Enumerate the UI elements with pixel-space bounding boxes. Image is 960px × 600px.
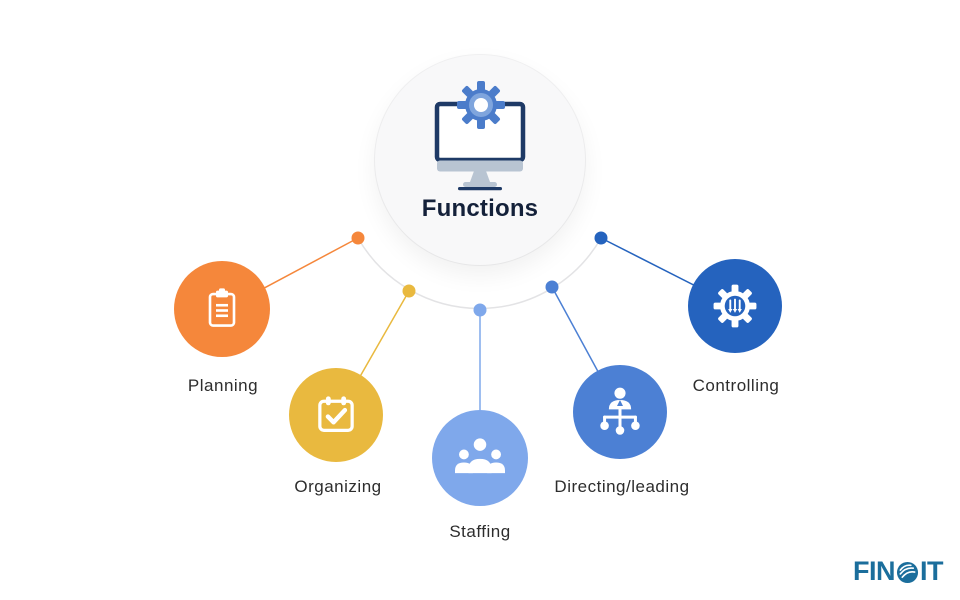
clipboard-icon — [208, 288, 236, 327]
controlling-dot — [594, 231, 608, 245]
node-planning — [174, 261, 270, 357]
logo-text-it: IT — [920, 556, 944, 586]
monitor-gear-icon — [434, 81, 526, 191]
gear-sliders-icon — [713, 284, 757, 328]
label-planning: Planning — [187, 376, 259, 395]
label-directing: Directing/leading — [554, 477, 690, 496]
logo-o-globe-icon — [896, 561, 919, 584]
calendar-check-icon — [318, 396, 354, 432]
label-staffing: Staffing — [449, 522, 511, 541]
team-icon — [455, 438, 505, 474]
label-controlling: Controlling — [692, 376, 780, 395]
staffing-dot — [473, 303, 487, 317]
planning-dot — [351, 231, 365, 245]
directing-dot — [545, 280, 559, 294]
finoit-logo: FIN IT — [853, 556, 944, 587]
node-controlling — [688, 259, 782, 353]
label-organizing: Organizing — [294, 477, 382, 496]
organizing-dot — [402, 284, 416, 298]
center-title: Functions — [421, 195, 539, 222]
center-node-functions: Functions — [375, 55, 585, 265]
logo-text-fin: FIN — [853, 556, 896, 586]
node-directing — [573, 365, 667, 459]
node-staffing — [432, 410, 528, 506]
delegation-icon — [600, 387, 640, 435]
node-organizing — [289, 368, 383, 462]
